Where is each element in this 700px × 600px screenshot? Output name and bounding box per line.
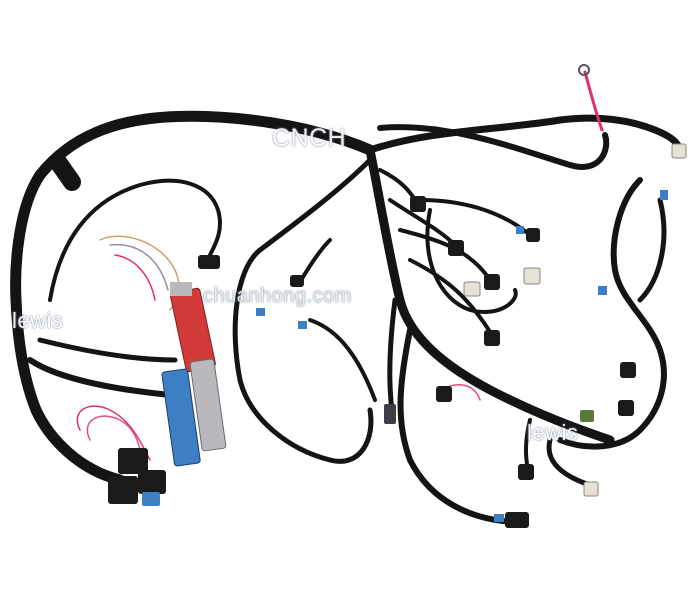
sensor-lead-2 — [308, 318, 377, 402]
right-loop — [557, 177, 667, 450]
blue-connectors — [256, 190, 668, 522]
sensor-lead-1 — [298, 238, 332, 284]
right-watermark: lewis — [527, 420, 579, 445]
upper-branch-2 — [377, 124, 610, 170]
connectors — [198, 196, 636, 528]
center-loom-lower — [397, 327, 518, 525]
lower-right-drop — [546, 437, 593, 488]
injector-loop — [425, 208, 518, 314]
multi-wire-bundle — [99, 235, 180, 311]
center-loom-drop — [387, 297, 398, 413]
ecu-connectors — [161, 282, 227, 467]
upper-right-branch — [366, 114, 684, 154]
light-connectors — [463, 143, 687, 497]
lower-left-branch-2 — [37, 337, 178, 363]
battery-ring-terminal — [578, 64, 590, 76]
right-loop-2 — [637, 197, 667, 303]
lower-left-branch — [27, 357, 173, 398]
website-watermark: chuanhong.com — [203, 285, 352, 307]
loom-grommet — [49, 153, 81, 191]
battery-lead — [583, 70, 604, 132]
relay-block — [108, 448, 166, 506]
multi-wire-bundle-2 — [109, 243, 169, 291]
fuse-block-red-wires-2 — [86, 415, 143, 461]
multi-wire-bundle-3 — [114, 254, 156, 301]
left-watermark: lewis — [12, 308, 64, 333]
injector-branch-d — [408, 258, 494, 337]
center-loom — [365, 145, 615, 445]
upper-left-loop — [48, 178, 222, 302]
green-sensor-connector — [580, 410, 594, 422]
left-center-loop — [232, 157, 374, 464]
main-loom — [10, 110, 376, 486]
fuse-block-red-wires — [76, 405, 151, 461]
brand-watermark: CNCH — [272, 124, 347, 152]
